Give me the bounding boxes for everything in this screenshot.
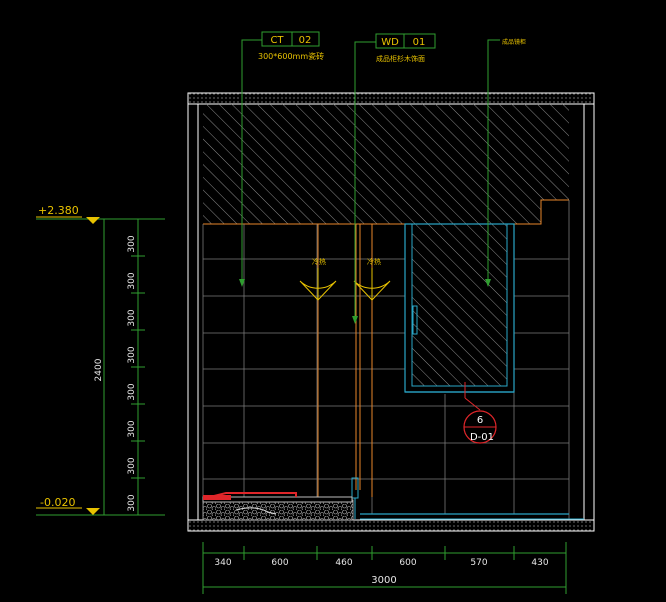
tag-ct-number: 02: [299, 35, 312, 46]
tag-wd-number: 01: [413, 37, 426, 48]
valve-left: 冷热: [299, 257, 337, 301]
tag-wd-description: 成品柜杉木饰面: [376, 54, 425, 63]
hdim-total: 3000: [371, 575, 396, 586]
level-marker-top: +2.380: [36, 204, 100, 224]
shower-floor: [351, 477, 584, 520]
detail-callout: 6 D-01: [463, 382, 497, 444]
hdim-seg-1: 340: [214, 558, 231, 568]
callout-sheet: D-01: [470, 432, 494, 443]
hdim-seg-6: 430: [531, 558, 548, 568]
tag-wd-01: WD 01 成品柜杉木饰面: [375, 33, 436, 63]
vdim-seg-2: 300: [127, 272, 137, 289]
level-bottom-label: -0.020: [40, 496, 75, 509]
tag-ct-description: 300*600mm瓷砖: [258, 51, 324, 61]
callout-number: 6: [477, 415, 483, 426]
water-pipes: [317, 224, 373, 497]
valve-right-label: 冷热: [367, 257, 381, 266]
vdim-seg-7: 300: [127, 457, 137, 474]
vdim-seg-3: 300: [127, 309, 137, 326]
tag-mirror-description: 成品镜柜: [502, 38, 526, 46]
vdim-total: 2400: [94, 358, 104, 381]
drain-detail: [202, 492, 354, 521]
tag-mirror: 成品镜柜: [502, 38, 526, 46]
hdim-seg-4: 600: [399, 558, 416, 568]
horizontal-dimension: 340 600 460 600 570 430 3000: [202, 542, 567, 594]
leader-arrows: [239, 279, 491, 324]
level-marker-bottom: -0.020: [36, 496, 100, 515]
vdim-seg-1: 300: [127, 235, 137, 252]
tag-wd-code: WD: [381, 37, 399, 48]
vdim-seg-5: 300: [127, 383, 137, 400]
tag-ct-02: CT 02 300*600mm瓷砖: [258, 31, 324, 61]
tag-leaders: [241, 39, 500, 322]
valve-left-label: 冷热: [312, 257, 326, 266]
vdim-seg-6: 300: [127, 420, 137, 437]
vdim-seg-4: 300: [127, 346, 137, 363]
tag-ct-code: CT: [270, 35, 284, 46]
vdim-seg-8: 300: [127, 494, 137, 511]
ceiling-zone: [203, 104, 569, 225]
vertical-dimension: 2400 300 300 300 300 300 300 300 300: [36, 218, 165, 516]
wall-frame: [187, 92, 595, 532]
hdim-seg-3: 460: [335, 558, 352, 568]
hdim-seg-5: 570: [470, 558, 487, 568]
hdim-seg-2: 600: [271, 558, 288, 568]
level-top-label: +2.380: [38, 204, 79, 217]
mirror-cabinet: [404, 223, 515, 393]
valve-right: 冷热: [353, 257, 391, 301]
